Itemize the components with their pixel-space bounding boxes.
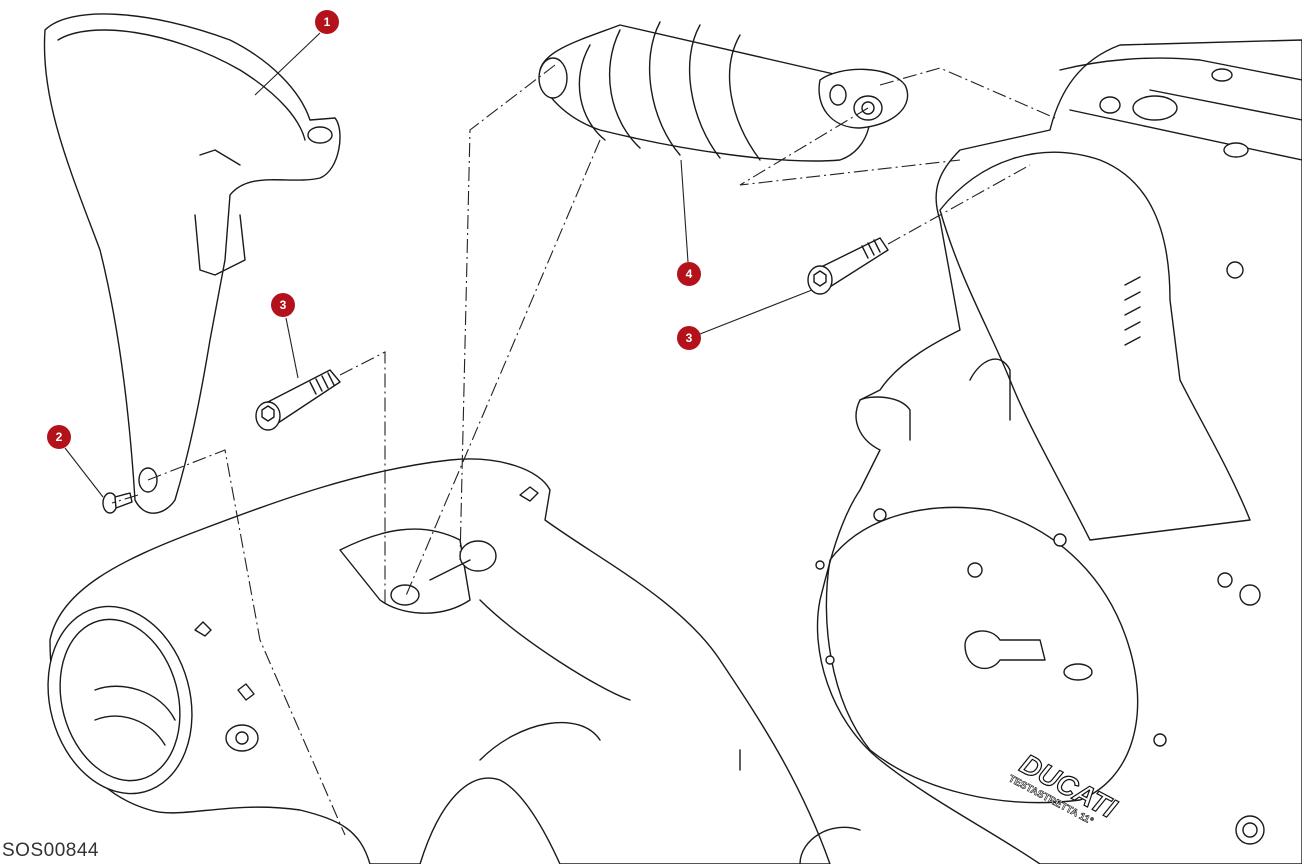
svg-text:2: 2: [56, 430, 63, 444]
screw: [102, 492, 133, 514]
engine: DUCATI TESTASTRETTA 11°: [815, 39, 1302, 864]
callout-4: 4: [677, 262, 701, 286]
svg-text:3: 3: [686, 331, 693, 345]
rear-shock-absorber: [538, 21, 909, 162]
bolt-lower: [255, 369, 341, 431]
drawing-code: SOS00844: [2, 840, 99, 861]
callout-1: 1: [315, 10, 339, 34]
callout-3-upper: 3: [677, 326, 701, 350]
svg-text:3: 3: [280, 298, 287, 312]
callout-3-lower: 3: [271, 293, 295, 317]
swingarm: [47, 458, 861, 864]
svg-text:1: 1: [324, 15, 331, 29]
callout-2: 2: [47, 425, 71, 449]
assembly-lines: [111, 64, 1056, 836]
leader-lines: [64, 32, 813, 498]
svg-text:4: 4: [686, 267, 693, 281]
rear-hugger: [43, 13, 341, 514]
bolt-upper: [807, 237, 889, 295]
